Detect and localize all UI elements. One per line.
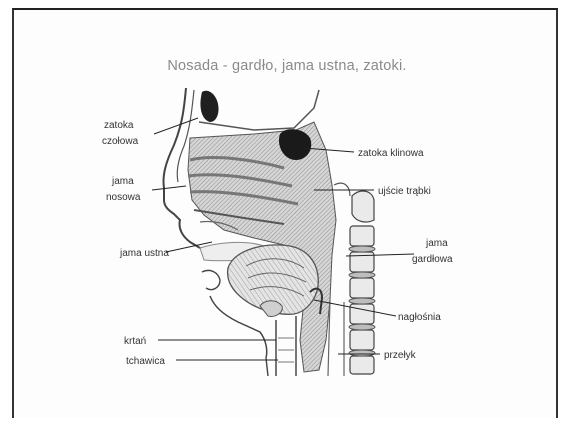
neck-outline	[266, 358, 268, 376]
label-tchawica: tchawica	[126, 356, 165, 367]
label-krtan: krtań	[124, 336, 146, 347]
label-zatoka-klinowa: zatoka klinowa	[358, 148, 424, 159]
label-jama-nosowa-line1: jama	[111, 176, 134, 187]
head-cross-section-diagram: zatoka czołowa jama nosowa jama ustna kr…	[14, 10, 560, 420]
esophagus	[328, 300, 344, 376]
slide: Nosada - gardło, jama ustna, zatoki.	[12, 8, 558, 418]
label-zatoka-czolowa-line2: czołowa	[102, 136, 139, 147]
label-jama-nosowa-line2: nosowa	[106, 192, 141, 203]
label-naglosnia: nagłośnia	[398, 312, 441, 323]
larynx	[276, 316, 296, 376]
label-ujscie-trabki: ujście trąbki	[378, 186, 431, 197]
frontal-sinus-icon	[200, 91, 218, 122]
label-zatoka-czolowa-line1: zatoka	[104, 120, 134, 131]
label-jama-gardlowa-line2: gardłowa	[412, 254, 453, 265]
label-jama-gardlowa-line1: jama	[425, 238, 448, 249]
hyoid-bone	[260, 301, 282, 317]
vertebral-column	[350, 191, 374, 374]
lower-lip	[202, 270, 220, 289]
label-jama-ustna: jama ustna	[119, 248, 169, 259]
label-przelyk: przełyk	[384, 350, 417, 361]
